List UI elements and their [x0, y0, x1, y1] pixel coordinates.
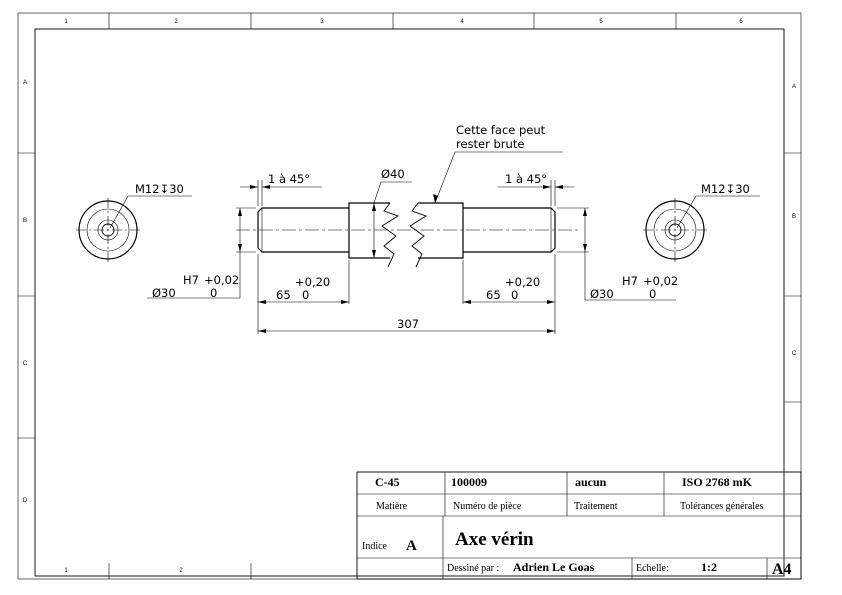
zone-top-6: 6 [739, 19, 743, 25]
zone-labels: 1 2 3 4 5 6 1 2 A B C D A B C [23, 19, 797, 574]
fit-right-grade: H7 [622, 274, 638, 288]
title-block [356, 471, 802, 580]
len-left-upper: +0,20 [295, 275, 330, 289]
index-value: A [406, 538, 417, 554]
chamfer-right-label: 1 à 45° [505, 172, 547, 186]
zone-left-C: C [23, 361, 28, 367]
fit-left-upper: +0,02 [204, 273, 239, 287]
zone-left-A: A [23, 80, 27, 86]
dia-40-label: Ø40 [381, 167, 405, 181]
dia-30-left-label: Ø30 [152, 286, 176, 300]
zone-top-3: 3 [320, 19, 324, 25]
tolerance-label: Tolérances générales [680, 501, 764, 512]
treatment-label: Traitement [574, 501, 618, 512]
zone-right-A: A [792, 84, 796, 90]
material-value: C-45 [375, 475, 400, 489]
scale-value: 1:2 [701, 560, 717, 574]
zone-top-2: 2 [174, 19, 178, 25]
dia-40-dimension [372, 181, 412, 258]
part-number-value: 100009 [451, 475, 487, 489]
fit-right-upper: +0,02 [643, 274, 678, 288]
note-leader [433, 151, 563, 204]
dia-30-left-dimension [147, 207, 256, 299]
treatment-value: aucun [575, 475, 607, 489]
surface-note-line-2: rester brute [456, 137, 524, 151]
sheet-format: A4 [772, 561, 792, 578]
len-right-value: 65 [486, 288, 501, 302]
zone-top-1: 1 [64, 19, 68, 25]
len-right-upper: +0,20 [505, 275, 540, 289]
scale-label: Echelle: [636, 563, 669, 574]
surface-note-line-1: Cette face peut [456, 123, 546, 137]
thread-callout-left: M12↧30 [135, 182, 184, 196]
part-number-label: Numéro de pièce [453, 501, 522, 512]
len-65-right-dimension [462, 254, 556, 334]
zone-right-C: C [792, 351, 797, 357]
zone-left-D: D [23, 498, 28, 504]
chamfer-left-label: 1 à 45° [268, 172, 310, 186]
drawn-by-label: Dessiné par : [447, 563, 499, 574]
len-right-lower: 0 [511, 288, 518, 302]
dia-30-right-dimension [557, 207, 676, 301]
len-left-lower: 0 [302, 288, 309, 302]
total-length-dimension [258, 329, 555, 333]
zone-left-B: B [23, 218, 27, 224]
dia-30-right-label: Ø30 [590, 287, 614, 301]
drawn-by-value: Adrien Le Goas [513, 560, 595, 574]
zone-top-5: 5 [599, 19, 603, 25]
left-end-view [76, 195, 192, 262]
len-left-value: 65 [276, 288, 291, 302]
thread-callout-right: M12↧30 [701, 182, 750, 196]
zone-bottom-2: 2 [179, 568, 183, 574]
chamfer-left-dimension [240, 180, 322, 206]
zone-bottom-1: 1 [64, 568, 68, 574]
zone-top-4: 4 [460, 19, 464, 25]
shaft-front-view [236, 202, 578, 268]
fit-left-lower: 0 [210, 286, 217, 300]
tolerance-value: ISO 2768 mK [682, 475, 753, 489]
total-length-label: 307 [397, 317, 419, 331]
index-label: Indice [362, 541, 388, 552]
fit-left-grade: H7 [183, 273, 199, 287]
zone-right-B: B [792, 214, 796, 220]
part-title: Axe vérin [455, 529, 534, 550]
right-end-view [643, 195, 760, 262]
zone-grid [18, 13, 801, 579]
chamfer-right-dimension [498, 180, 574, 206]
len-65-left-dimension [257, 254, 350, 334]
fit-right-lower: 0 [649, 287, 656, 301]
material-label: Matière [376, 501, 408, 512]
